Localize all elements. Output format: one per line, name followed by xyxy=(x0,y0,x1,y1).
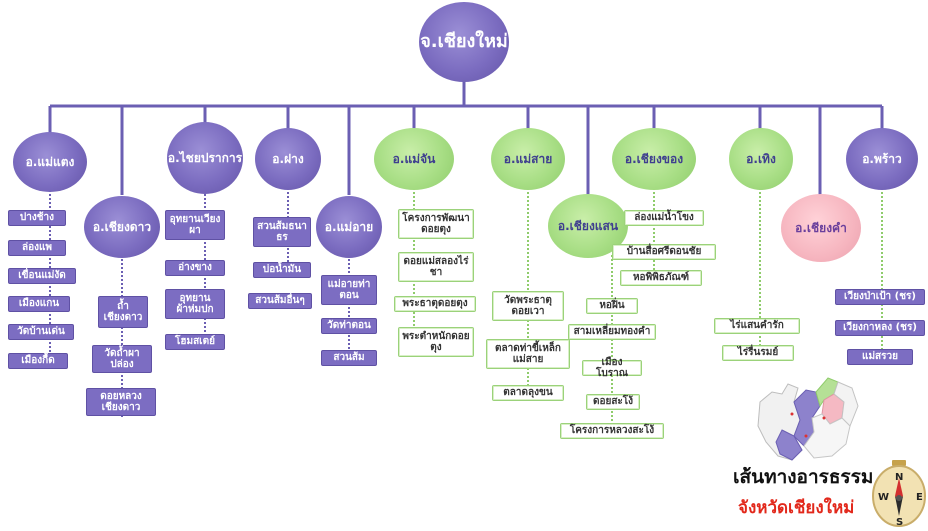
list-item: วัดพระธาตุดอยเวา xyxy=(492,291,564,321)
list-item: เมืองแกน xyxy=(8,296,70,312)
district-mae-taeng: อ.แม่แตง xyxy=(13,132,87,192)
list-item: เวียงป่าเป้า (ชร) xyxy=(835,289,925,305)
list-item: ล่องแม่น้ำโขง xyxy=(624,210,704,226)
list-item: เมืองโบราณ xyxy=(582,357,642,379)
list-item: วัดถ้ำผาปล่อง xyxy=(92,345,152,373)
list-item: บ่อน้ำมัน xyxy=(253,262,311,278)
list-item: สวนส้มธนาธร xyxy=(253,217,311,247)
district-chiang-kham: อ.เชียงคำ xyxy=(781,194,861,262)
district-fang: อ.ฝาง xyxy=(255,128,321,190)
compass-w-label: W xyxy=(878,492,890,503)
district-mae-sai: อ.แม่สาย xyxy=(491,128,565,190)
list-item: ตลาดท่าขี้เหล็กแม่สาย xyxy=(486,339,570,369)
list-item: เขื่อนแม่งัด xyxy=(8,268,76,284)
list-item: ตลาดลุงขน xyxy=(492,385,564,401)
list-item: พระธาตุดอยตุง xyxy=(394,296,476,312)
list-item: แม่สรวย xyxy=(847,349,913,365)
list-item: โครงการหลวงสะโง้ xyxy=(560,423,664,439)
district-mae-chan: อ.แม่จัน xyxy=(374,128,454,190)
district-chiang-khong: อ.เชียงของ xyxy=(612,128,696,190)
footer-subtitle: จังหวัดเชียงใหม่ xyxy=(738,498,855,518)
district-chai-prakan: อ.ไชยปราการ xyxy=(167,122,243,194)
district-chiang-dao: อ.เชียงดาว xyxy=(84,196,160,258)
list-item: ไร่รื่นรมย์ xyxy=(722,345,794,361)
list-item: หอพิพิธภัณฑ์ xyxy=(620,270,702,286)
root-node: จ.เชียงใหม่ xyxy=(419,2,509,82)
list-item: หอฝิ่น xyxy=(586,298,638,314)
list-item: วัดท่าตอน xyxy=(321,318,377,334)
district-phrao: อ.พร้าว xyxy=(846,128,918,190)
list-item: โฮมสเตย์ xyxy=(165,334,225,350)
province-map-image xyxy=(757,377,859,461)
list-item: สามเหลี่ยมทองคำ xyxy=(568,324,656,340)
list-item: อุทยานผ้าห่มปก xyxy=(165,289,225,319)
list-item: พระตำหนักดอยตุง xyxy=(398,327,474,357)
list-item: อุทยานเวียงผา xyxy=(165,210,225,240)
district-thoeng: อ.เทิง xyxy=(729,128,793,190)
list-item: บ้านสื่อศรีดอนชัย xyxy=(612,244,716,260)
list-item: ดอยแม่สลองไร่ชา xyxy=(398,252,474,282)
compass-s-label: S xyxy=(896,517,904,528)
list-item: ดอยหลวงเชียงดาว xyxy=(86,388,156,416)
compass-icon: N W E S xyxy=(872,460,928,531)
list-item: สวนส้ม xyxy=(321,350,377,366)
list-item: ไร่แสนคำรัก xyxy=(714,318,800,334)
list-item: ปางช้าง xyxy=(8,210,66,226)
list-item: อ่างขาง xyxy=(165,260,225,276)
list-item: ล่องแพ xyxy=(8,240,66,256)
list-item: เมืองกื้ด xyxy=(8,353,68,369)
compass-n-label: N xyxy=(895,472,904,483)
list-item: สวนส้มอื่นๆ xyxy=(248,293,312,309)
list-item: ถ้ำเชียงดาว xyxy=(98,296,148,328)
district-mae-ai: อ.แม่อาย xyxy=(316,196,382,258)
root-label: จ.เชียงใหม่ xyxy=(420,31,508,53)
list-item: โครงการพัฒนาดอยตุง xyxy=(398,209,474,239)
list-item: แม่อายท่าตอน xyxy=(321,275,377,305)
footer-title: เส้นทางอารธรรม xyxy=(733,466,874,488)
list-item: วัดบ้านเด่น xyxy=(8,324,74,340)
list-item: เวียงกาหลง (ชร) xyxy=(835,320,925,336)
compass-e-label: E xyxy=(916,492,923,503)
list-item: ดอยสะโง้ xyxy=(586,394,640,410)
